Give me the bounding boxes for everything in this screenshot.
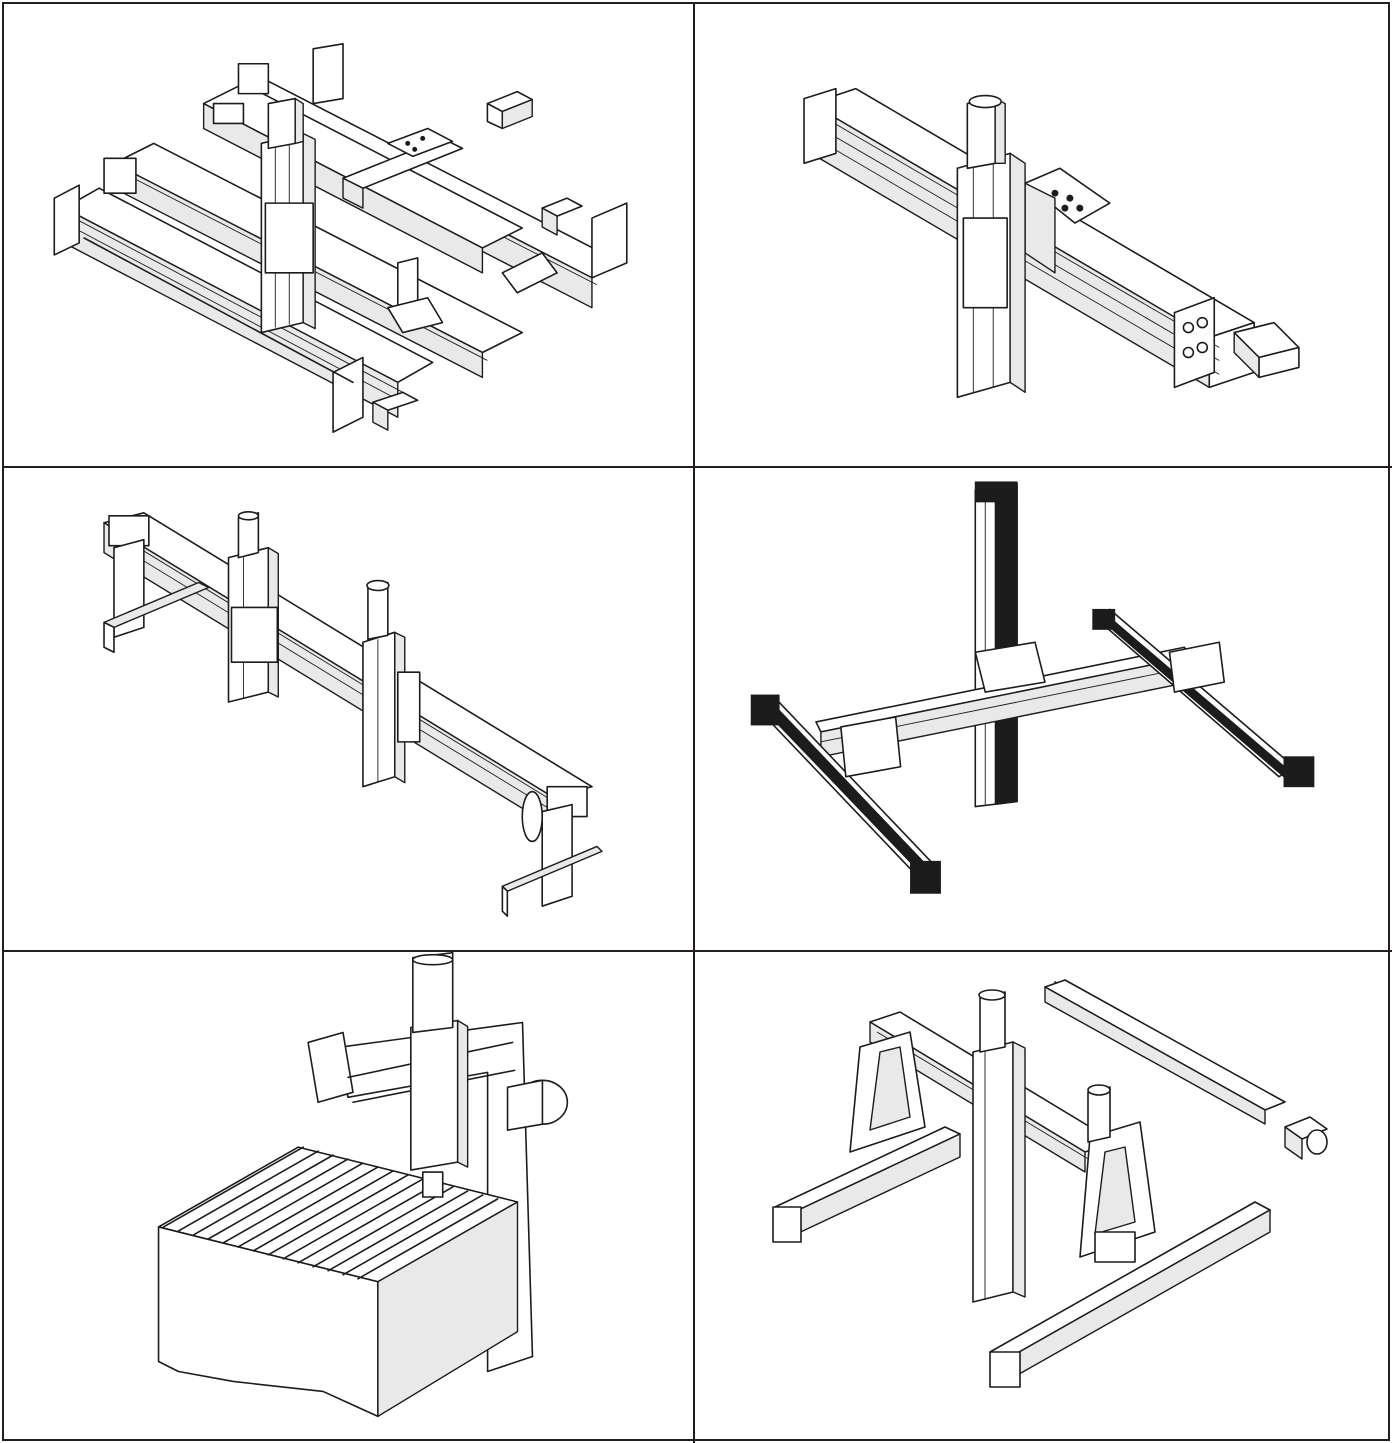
motor-center [387, 257, 444, 334]
panel-4 [695, 468, 1392, 952]
end-plate [1173, 296, 1216, 389]
right-actuator [1092, 608, 1315, 788]
right-leg [501, 785, 603, 917]
side-motor [1284, 1116, 1328, 1160]
main-beam [103, 512, 593, 828]
xz-stage-drawing [803, 87, 1300, 399]
z-motor-right [1087, 1084, 1111, 1143]
z-motor [966, 94, 1006, 170]
single-beam-gantry-drawing [103, 511, 603, 917]
connecting-shaft [83, 237, 354, 384]
left-rail [53, 184, 434, 433]
left-actuator [750, 694, 941, 894]
raised-gantry-drawing [772, 979, 1328, 1388]
slotted-bed [162, 1146, 499, 1280]
dual-gantry-drawing [53, 43, 628, 433]
motor-top-right [486, 90, 534, 130]
table-base [157, 1146, 519, 1418]
motor-bottom [372, 391, 419, 431]
side-beam [1044, 979, 1286, 1125]
spindle-motor [506, 1079, 569, 1131]
panel-1 [4, 4, 695, 468]
left-leg [103, 515, 210, 654]
end-motor [1233, 321, 1300, 379]
right-a-frame [1079, 1121, 1156, 1263]
panel-3 [4, 468, 695, 952]
z-column-right [362, 579, 421, 788]
z-column-tall [972, 989, 1026, 1303]
left-a-frame [849, 1031, 926, 1153]
end-block [237, 62, 270, 95]
panel-2 [695, 4, 1392, 468]
z-column-left [227, 511, 279, 703]
desktop-cnc-drawing [157, 952, 569, 1418]
z-axis [956, 152, 1026, 399]
z-axis-column [260, 97, 316, 334]
bracket-right [1168, 641, 1226, 693]
bracket-left [840, 716, 902, 778]
dark-actuator-gantry-drawing [750, 481, 1315, 894]
z-axis-head [410, 952, 469, 1198]
end-block [103, 157, 137, 194]
end-block [212, 102, 245, 125]
left-base-rail [772, 1126, 961, 1243]
vertical-column [974, 481, 1018, 808]
panel-5 [4, 952, 695, 1443]
panel-6 [695, 952, 1392, 1443]
motor-right [501, 197, 583, 294]
top-carriage [342, 127, 464, 209]
carriage-plate [1024, 167, 1111, 274]
right-base-rail [989, 1201, 1271, 1388]
bracket-center [974, 641, 1046, 693]
